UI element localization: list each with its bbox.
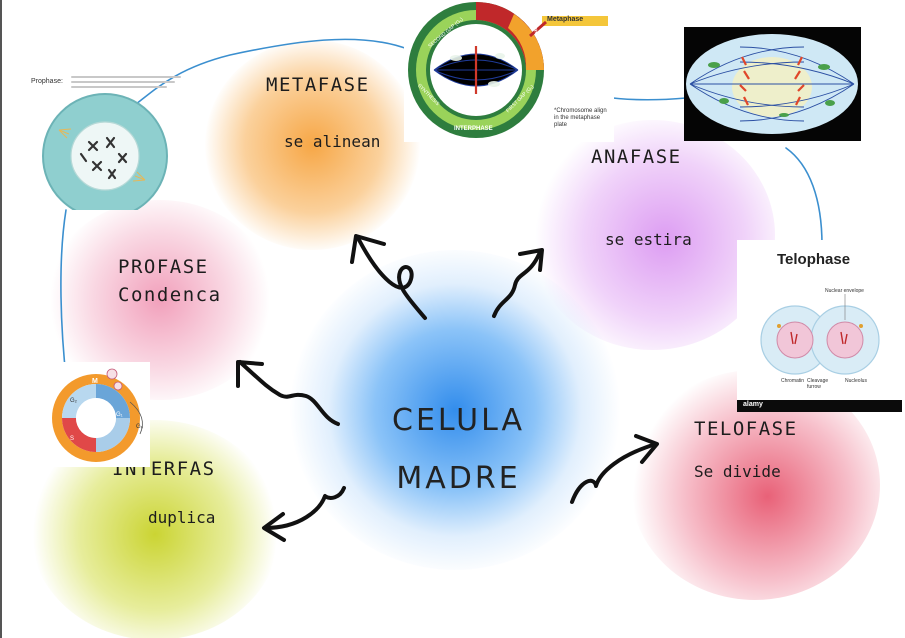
telofase-desc: Se divide xyxy=(694,462,781,481)
arrowhead-profase xyxy=(236,360,264,388)
left-edge-rule xyxy=(0,0,2,638)
profase-desc: Condenca xyxy=(118,284,222,306)
arrow-to-profase xyxy=(238,360,340,426)
telophase-label-furrow: Cleavage furrow xyxy=(807,378,829,390)
anafase-desc: se estira xyxy=(605,230,692,249)
center-title-line2: MADRE xyxy=(396,461,521,496)
connector-prophase-to-cycle xyxy=(127,38,411,111)
center-title: CELULA MADRE xyxy=(392,392,525,508)
wheel-label-g2: G₂ xyxy=(70,398,77,404)
telophase-title: Telophase xyxy=(777,251,851,268)
prophase-image: Prophase: xyxy=(25,70,190,210)
arrow-to-anafase xyxy=(492,250,542,318)
metafase-desc: se alinean xyxy=(284,132,381,151)
anafase-title: ANAFASE xyxy=(591,146,682,168)
prophase-caption: Prophase: xyxy=(31,78,63,85)
wheel-label-m: M xyxy=(92,378,98,385)
interfas-desc: duplica xyxy=(148,508,216,527)
arrowhead-anafase xyxy=(518,248,544,272)
telophase-label-nucleolus: Nucleolus xyxy=(845,378,867,384)
arrowhead-telofase xyxy=(634,434,659,464)
cell-cycle-image: Metaphase SECOND GAP (G₂) MITOT PHASE SY… xyxy=(404,0,614,142)
arrow-to-telofase xyxy=(570,442,658,504)
center-title-line1: CELULA xyxy=(392,403,526,438)
connector-anaphase-to-telophase xyxy=(785,147,823,246)
profase-title: PROFASE xyxy=(118,256,209,278)
wheel-label-s: S xyxy=(70,436,75,442)
metafase-title: METAFASE xyxy=(266,74,370,96)
arrowhead-interfas xyxy=(262,512,286,542)
telofase-title: TELOFASE xyxy=(694,418,798,440)
anaphase-image xyxy=(684,27,861,141)
telophase-label-chromatin: Chromatin xyxy=(781,378,805,384)
cycle-tag-metaphase: Metaphase xyxy=(547,16,584,23)
telophase-label-envelope: Nuclear envelope xyxy=(825,288,864,294)
metafase-blob xyxy=(205,40,420,250)
cycle-label-interphase: INTERPHASE xyxy=(454,126,493,132)
interphase-wheel-image: M G₁ S G₂ G₀ xyxy=(48,362,150,467)
telophase-image: Telophase Nuclear envelope Chromatin Cle… xyxy=(737,240,902,412)
cycle-note: *Chromosome align in the metaphase plate xyxy=(554,108,607,128)
telophase-watermark: alamy xyxy=(743,401,763,408)
wheel-label-g0: G₀ xyxy=(136,424,144,430)
arrow-to-metafase xyxy=(356,236,427,320)
arrow-to-interfas xyxy=(263,486,346,530)
wheel-label-g1: G₁ xyxy=(116,412,123,418)
arrowhead-metafase xyxy=(350,234,386,264)
center-blob xyxy=(290,250,620,570)
